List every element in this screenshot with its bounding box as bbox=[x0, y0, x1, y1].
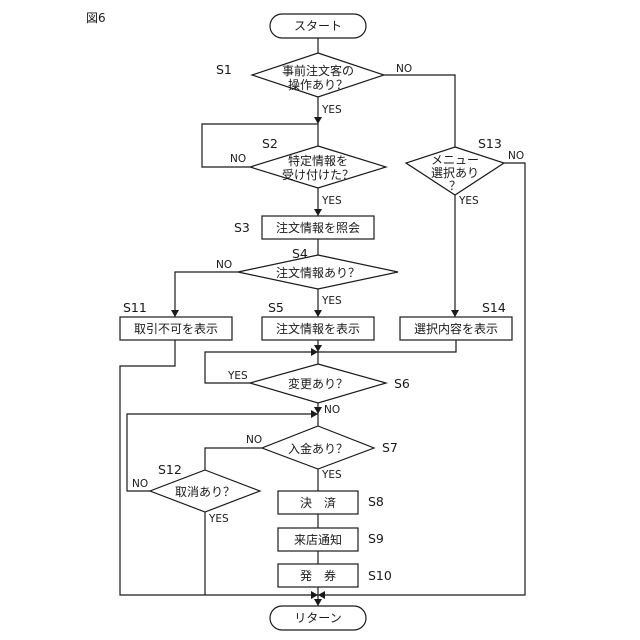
s11-step-label: S11 bbox=[123, 300, 147, 315]
arrowhead bbox=[314, 209, 322, 216]
process-s11: 取引不可を表示 S11 bbox=[120, 300, 232, 340]
s1-yes-label: YES bbox=[321, 104, 342, 116]
s4-yes-label: YES bbox=[321, 295, 342, 307]
s1-step-label: S1 bbox=[216, 62, 232, 77]
s3-step-label: S3 bbox=[234, 220, 250, 235]
s13-step-label: S13 bbox=[478, 136, 502, 151]
decision-s1: 事前注文客の 操作あり？ S1 bbox=[216, 53, 384, 97]
s13-yes-label: YES bbox=[458, 195, 479, 207]
s6-no-label: NO bbox=[324, 404, 340, 416]
process-s3: 注文情報を照会 S3 bbox=[234, 216, 374, 239]
s2-no-label: NO bbox=[230, 153, 246, 165]
arrowhead bbox=[314, 599, 322, 606]
arrowhead bbox=[318, 591, 325, 599]
s5-label: 注文情報を表示 bbox=[276, 321, 360, 336]
s13-line2: 選択あり bbox=[431, 166, 479, 180]
s13-no-label: NO bbox=[508, 150, 524, 162]
s1-line2: 操作あり？ bbox=[288, 77, 348, 92]
s12-step-label: S12 bbox=[158, 462, 182, 477]
arrowhead bbox=[314, 310, 322, 317]
arrowhead bbox=[171, 310, 179, 317]
process-s10: 発 券 S10 bbox=[278, 564, 392, 587]
decision-s7: 入金あり？ S7 bbox=[262, 426, 398, 469]
s5-step-label: S5 bbox=[268, 300, 284, 315]
s2-yes-label: YES bbox=[321, 195, 342, 207]
s4-label: 注文情報あり？ bbox=[276, 265, 360, 280]
s3-label: 注文情報を照会 bbox=[276, 220, 360, 235]
s2-step-label: S2 bbox=[262, 136, 278, 151]
s6-step-label: S6 bbox=[394, 376, 410, 391]
s7-no-label: NO bbox=[246, 434, 262, 446]
arrowhead bbox=[311, 591, 318, 599]
edge-s1-s13 bbox=[384, 75, 455, 147]
s6-yes-label: YES bbox=[227, 370, 248, 382]
edge-s7-s12 bbox=[205, 448, 262, 470]
s6-label: 変更あり？ bbox=[288, 376, 348, 391]
s7-label: 入金あり？ bbox=[288, 441, 348, 456]
edge-s14-merge bbox=[318, 340, 456, 352]
arrowhead bbox=[314, 117, 322, 124]
s4-step-label: S4 bbox=[292, 246, 308, 261]
s9-label: 来店通知 bbox=[294, 533, 342, 547]
s1-no-label: NO bbox=[396, 63, 412, 75]
s13-line1: メニュー bbox=[431, 153, 479, 167]
process-s8: 決 済 S8 bbox=[278, 491, 384, 514]
s7-yes-label: YES bbox=[321, 469, 342, 481]
s10-step-label: S10 bbox=[368, 568, 392, 583]
edge-s4-s11 bbox=[175, 272, 238, 317]
process-s9: 来店通知 S9 bbox=[278, 528, 384, 551]
s2-line1: 特定情報を bbox=[288, 153, 348, 168]
start-terminal: スタート bbox=[270, 14, 366, 38]
s8-label: 決 済 bbox=[300, 495, 336, 510]
end-terminal: リターン bbox=[270, 606, 366, 630]
decision-s6: 変更あり？ S6 bbox=[250, 364, 410, 403]
s1-line1: 事前注文客の bbox=[282, 63, 354, 78]
s4-no-label: NO bbox=[216, 259, 232, 271]
start-label: スタート bbox=[294, 19, 342, 33]
decision-s12: 取消あり？ S12 bbox=[150, 462, 260, 512]
s7-step-label: S7 bbox=[382, 440, 398, 455]
s12-yes-label: YES bbox=[208, 513, 229, 525]
arrowhead bbox=[451, 310, 459, 317]
s12-no-label: NO bbox=[132, 478, 148, 490]
s13-line3: ？ bbox=[449, 179, 461, 193]
s11-label: 取引不可を表示 bbox=[134, 322, 218, 336]
s9-step-label: S9 bbox=[368, 531, 384, 546]
s12-label: 取消あり？ bbox=[175, 485, 235, 499]
s2-line2: 受け付けた？ bbox=[282, 168, 354, 182]
s8-step-label: S8 bbox=[368, 494, 384, 509]
figure-label: 図6 bbox=[86, 11, 106, 25]
process-s14: 選択内容を表示 S14 bbox=[400, 300, 512, 340]
s14-label: 選択内容を表示 bbox=[414, 321, 498, 336]
s10-label: 発 券 bbox=[300, 568, 336, 583]
end-label: リターン bbox=[294, 611, 341, 625]
s14-step-label: S14 bbox=[482, 300, 506, 315]
